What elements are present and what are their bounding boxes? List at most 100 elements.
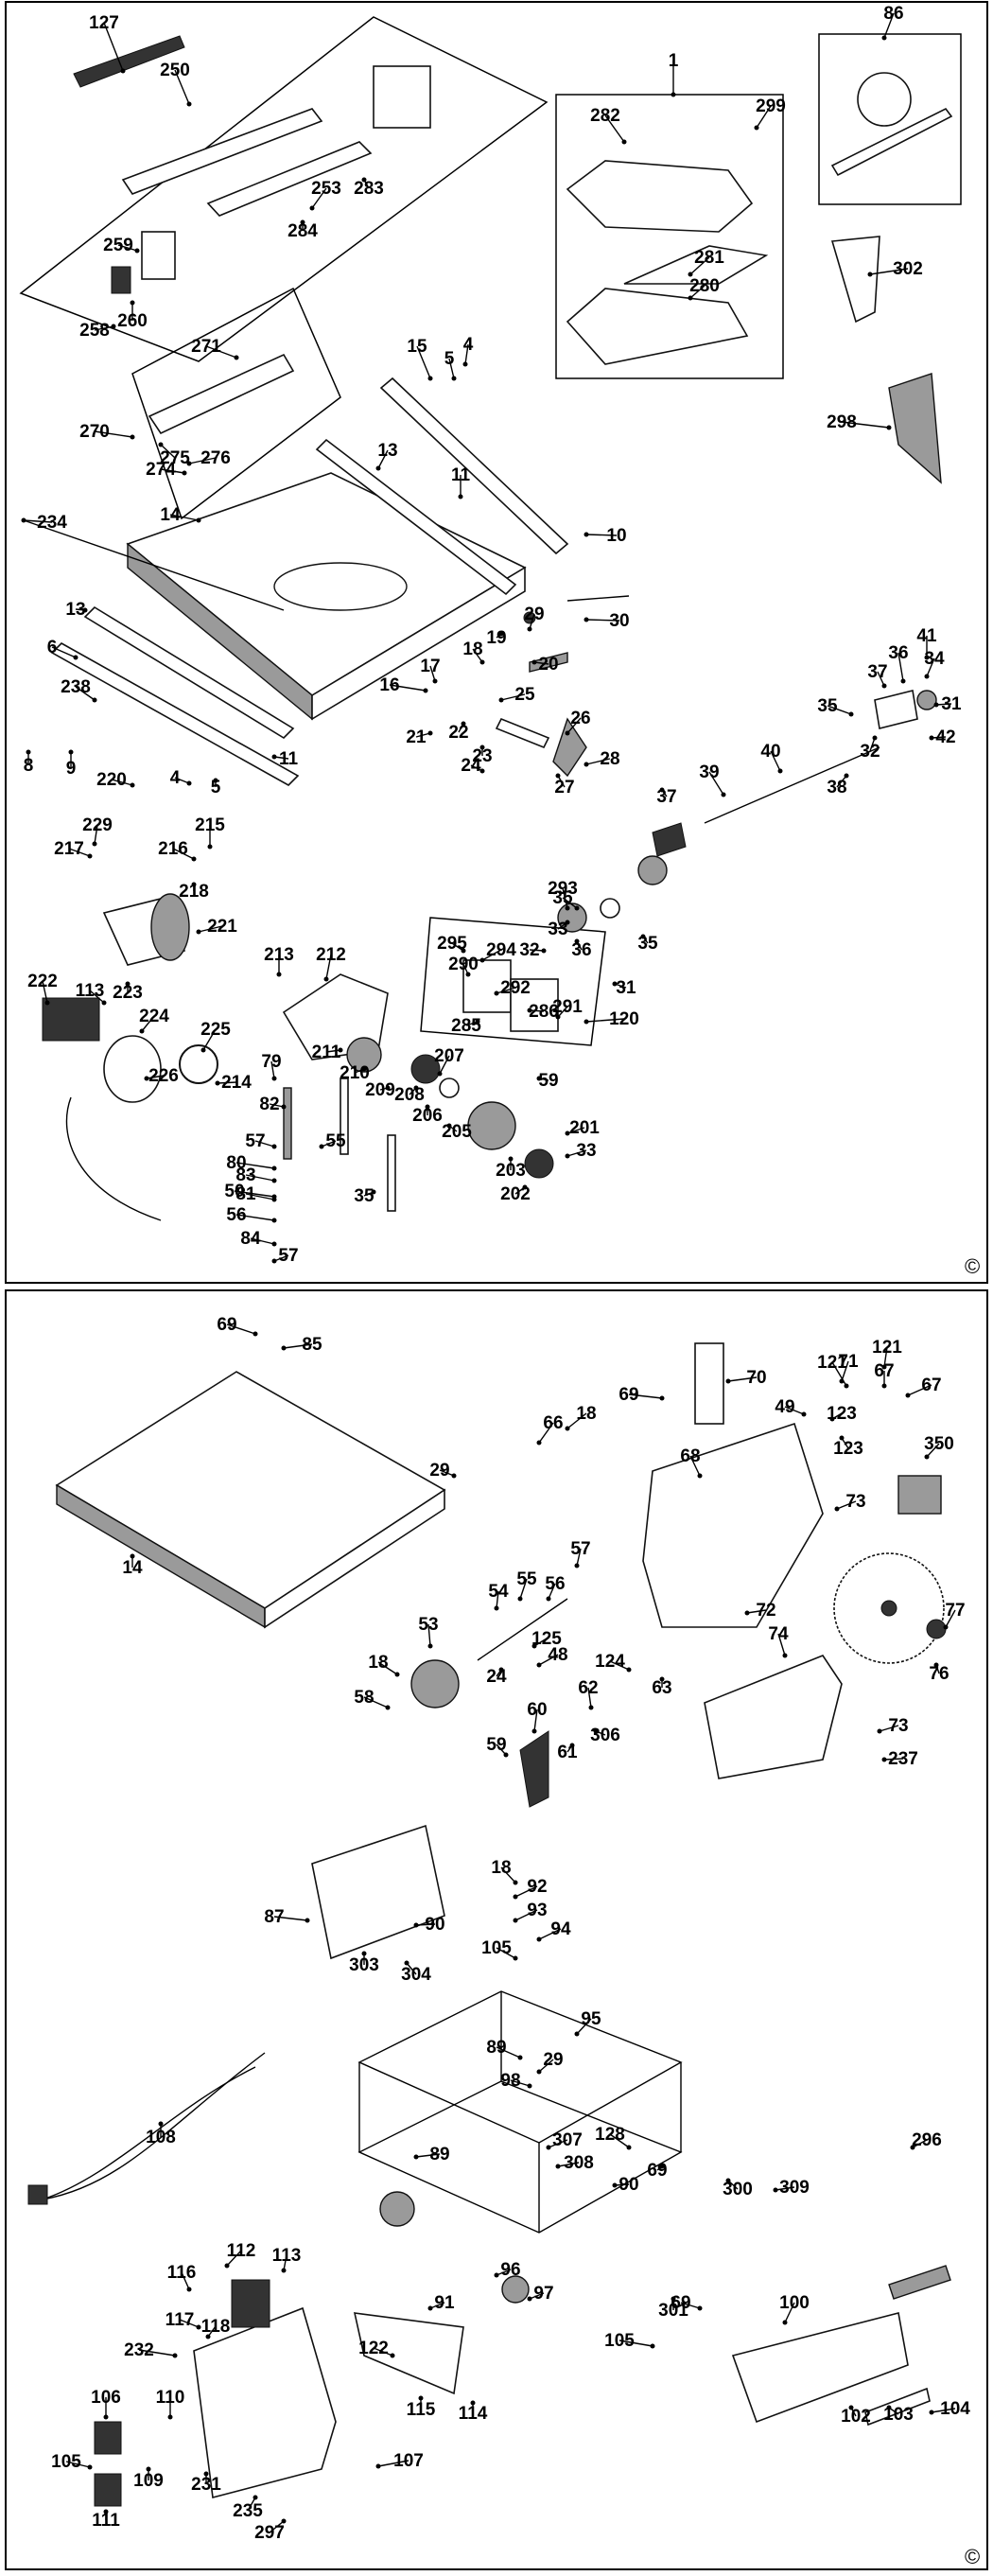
leader-line <box>538 1654 559 1666</box>
leader-dot <box>527 1008 532 1013</box>
leader-dot <box>522 1184 528 1190</box>
part-number-label: 202 <box>500 1184 531 1204</box>
part-number-label: 18 <box>491 1858 511 1878</box>
leader-dot <box>782 1653 788 1658</box>
leader-dot <box>361 177 367 183</box>
leader-dot <box>565 1153 570 1159</box>
leader-dot <box>186 2287 192 2292</box>
part-number-label: 5 <box>444 349 455 369</box>
part-number-label: 32 <box>860 742 880 762</box>
leader-line <box>756 105 772 129</box>
leader-line <box>283 1343 313 1349</box>
part-number-label: 118 <box>201 2317 231 2337</box>
leader-line <box>708 771 724 796</box>
part-number-label: 102 <box>841 2407 871 2427</box>
part-number-label: 67 <box>874 1361 894 1381</box>
part-number-label: 123 <box>833 1439 863 1459</box>
part-number-label: 33 <box>576 1141 596 1161</box>
leader-line <box>945 1609 956 1628</box>
leader-line <box>609 1660 630 1671</box>
leader-line <box>179 2319 200 2328</box>
leader-line <box>533 661 549 665</box>
leader-dot <box>479 957 485 963</box>
part-number-label: 13 <box>65 600 85 620</box>
leader-line <box>912 2139 928 2148</box>
part-number-label: 285 <box>451 1016 481 1036</box>
part-number-label: 100 <box>779 2293 810 2313</box>
part-number-label: 120 <box>609 1009 639 1029</box>
leader-dot <box>413 1085 419 1091</box>
leader-dot <box>688 272 693 277</box>
part-number-label: 274 <box>146 460 176 480</box>
part-number-label: 82 <box>259 1095 279 1114</box>
leader-dot <box>418 2395 424 2401</box>
part-number-label: 79 <box>261 1052 281 1072</box>
part-number-label: 103 <box>883 2405 914 2425</box>
part-number-label: 226 <box>148 1066 179 1086</box>
rails <box>23 377 569 786</box>
leader-dot <box>659 787 665 793</box>
leader-line <box>245 1174 275 1182</box>
part-number-label: 23 <box>472 746 492 766</box>
leader-dot <box>394 1672 400 1677</box>
leader-dot <box>427 1643 433 1649</box>
part-number-label: 30 <box>609 611 629 631</box>
leader-line <box>529 1009 545 1012</box>
leader-dot <box>881 1383 887 1389</box>
leader-dot <box>929 2410 934 2415</box>
part-number-label: 284 <box>287 221 318 241</box>
leader-dot <box>782 2320 788 2325</box>
part-number-label: 6 <box>47 638 58 657</box>
riving-knife-box <box>555 94 784 379</box>
leader-dot <box>536 1662 542 1668</box>
gearbox-assembly <box>282 973 554 1212</box>
leader-dot <box>574 1563 580 1568</box>
leader-line <box>585 534 618 536</box>
leader-line <box>609 2133 630 2148</box>
leader-dot <box>451 1473 457 1479</box>
leader-line <box>680 2302 701 2309</box>
leader-dot <box>877 1728 882 1734</box>
leader-dot <box>565 1426 570 1431</box>
part-number-label: 215 <box>195 815 225 835</box>
leader-dot <box>546 1596 551 1602</box>
part-number-label: 98 <box>500 2071 520 2091</box>
leader-dot <box>130 434 135 440</box>
part-number-label: 221 <box>207 917 237 937</box>
part-number-label: 69 <box>671 2293 690 2313</box>
leader-dot <box>146 2466 151 2472</box>
leader-dot <box>186 461 192 466</box>
leader-dot <box>427 2305 433 2311</box>
leader-dot <box>130 1553 135 1559</box>
part-number-label: 18 <box>368 1653 388 1673</box>
leader-line <box>439 1469 455 1477</box>
leader-line <box>831 1361 847 1387</box>
part-number-label: 218 <box>179 882 209 902</box>
leader-dot <box>527 626 532 632</box>
leader-line <box>250 1237 275 1245</box>
leader-dot <box>671 2296 676 2302</box>
leader-line <box>415 1923 436 1926</box>
part-number-label: 36 <box>888 643 908 663</box>
leader-dot <box>158 442 164 447</box>
leader-dot <box>375 465 381 471</box>
leader-line <box>566 1149 587 1157</box>
leader-dot <box>281 1104 287 1110</box>
leader-line <box>689 285 706 299</box>
part-number-label: 76 <box>929 1664 949 1684</box>
part-number-label: 124 <box>595 1652 625 1672</box>
leader-dot <box>513 1894 518 1900</box>
leader-dot <box>881 683 887 689</box>
leader-line <box>311 187 327 209</box>
leader-line <box>141 1015 155 1032</box>
leader-line <box>464 343 469 365</box>
leader-dot <box>271 1076 277 1081</box>
leader-dot <box>546 2145 551 2150</box>
leader-dot <box>886 2405 892 2410</box>
leader-line <box>269 1103 285 1108</box>
leader-dot <box>697 2305 703 2311</box>
leader-line <box>604 114 625 143</box>
saw-blade <box>833 1552 945 1664</box>
